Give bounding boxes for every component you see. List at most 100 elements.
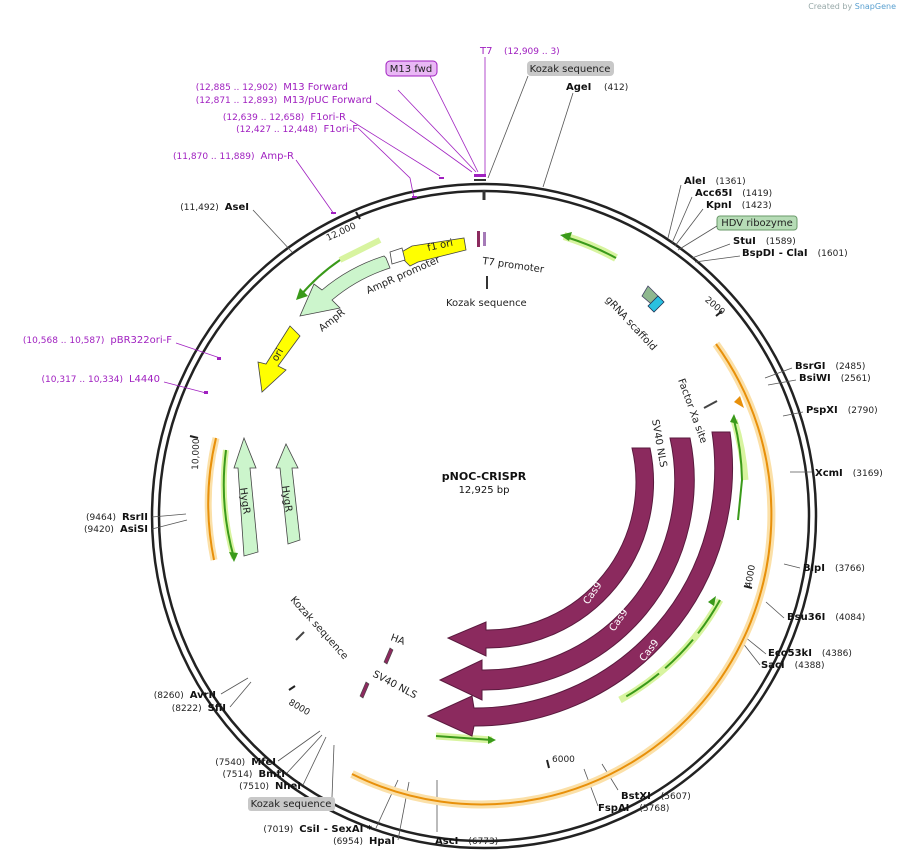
tick-8000: 8000	[287, 698, 312, 718]
kozak-top-box	[527, 61, 614, 76]
svg-text:(7510)NheI: (7510)NheI	[239, 781, 301, 792]
tick-4000: 4000	[744, 564, 758, 589]
svg-text:AscI(6773): AscI(6773)	[435, 836, 498, 847]
svg-text:BstXI(5607): BstXI(5607)	[621, 791, 691, 802]
primer-0: (12,885 .. 12,902)M13 Forward	[196, 82, 348, 93]
hygr-label-2: HygR	[279, 485, 294, 513]
m13fwd-box	[385, 60, 438, 77]
svg-text:KpnI(1423): KpnI(1423)	[706, 200, 772, 211]
factor-xa-marker	[703, 400, 718, 409]
kozak-inner-bottom-mark	[295, 631, 305, 641]
hygr-arrow-1	[233, 436, 259, 557]
green-arrow-topright-head	[560, 232, 572, 241]
t7-promoter-label: T7 promoter	[481, 256, 546, 276]
t7-primer-mark	[474, 179, 486, 181]
right-leaders	[436, 184, 812, 832]
svg-text:(6954)HpaI: (6954)HpaI	[333, 836, 395, 847]
hdv-box	[716, 215, 798, 231]
f1ori-label: f1 ori	[426, 238, 454, 254]
kozak-inner-bottom-label: Kozak sequence	[288, 595, 350, 662]
t7-promoter-mark-b	[483, 232, 486, 246]
green-left-head	[229, 552, 238, 562]
green-right-1-head	[730, 414, 738, 424]
ampr-promoter-box	[389, 247, 406, 265]
right-enzymes: AleI(1361) Acc65I(1419) KpnI(1423) StuI(…	[435, 176, 883, 847]
primer-5: (10,568 .. 10,587)pBR322ori-F	[23, 335, 172, 346]
svg-text:(7514)BmtI: (7514)BmtI	[223, 769, 285, 780]
left-enzymes: (11,492)AseI (9464)RsrII (9420)AsiSI (82…	[84, 202, 395, 847]
backbone-outer	[150, 182, 818, 850]
primer-2: (12,639 .. 12,658)F1ori-R	[223, 112, 346, 123]
factor-xa-label: Factor Xa site	[675, 377, 709, 445]
svg-text:Eco53kI(4386): Eco53kI(4386)	[768, 648, 852, 659]
primer-6: (10,317 .. 10,334)L4440	[42, 374, 160, 385]
svg-text:SacI(4388): SacI(4388)	[761, 660, 825, 671]
svg-text:(9464)RsrII: (9464)RsrII	[86, 512, 148, 523]
green-right-2-head	[708, 596, 716, 606]
plasmid-name: pNOC-CRISPR	[442, 470, 527, 483]
cas9-arrow-1	[446, 447, 655, 657]
agei-pos: (412)	[604, 83, 628, 93]
green-f1-glow	[338, 237, 382, 263]
svg-text:(11,492)AseI: (11,492)AseI	[180, 202, 249, 213]
orf-left	[207, 437, 217, 561]
kozak-bottom-box	[248, 797, 335, 811]
svg-text:(9420)AsiSI: (9420)AsiSI	[84, 524, 148, 535]
svg-text:XcmI(3169): XcmI(3169)	[815, 468, 883, 479]
primer-4: (11,870 .. 11,889)Amp-R	[173, 151, 294, 162]
svg-text:Acc65I(1419): Acc65I(1419)	[695, 188, 772, 199]
green-right-1	[733, 419, 744, 521]
ha-label: HA	[389, 632, 406, 647]
green-f1-head	[296, 288, 308, 300]
green-bottom	[435, 735, 493, 741]
credit-brand: SnapGene	[854, 2, 896, 11]
top-leaders-gray	[487, 75, 574, 188]
m13-primer-mark	[474, 174, 486, 177]
orf-outer	[351, 343, 773, 806]
sv40-bottom-marker	[359, 681, 370, 699]
green-bottom-head	[488, 736, 496, 744]
primer-ticks	[204, 177, 444, 394]
t7-promoter-mark-a	[477, 231, 480, 247]
tick-2000: 2000	[702, 295, 726, 318]
ha-marker	[383, 647, 394, 665]
tick-10000: 10,000	[191, 438, 202, 470]
credit-prefix: Created by	[808, 2, 853, 11]
t7-primer-pos: (12,909 .. 3)	[504, 47, 560, 57]
hygr-label-1: HygR	[237, 487, 252, 515]
svg-text:BsrGI(2485): BsrGI(2485)	[795, 361, 865, 372]
agei-label: AgeI	[566, 82, 591, 93]
kozak-bottom-label: Kozak sequence	[251, 799, 332, 810]
green-left	[222, 449, 235, 559]
cas9-arrow-2	[438, 437, 695, 701]
ori-arrow	[257, 325, 301, 393]
left-leaders	[151, 209, 410, 841]
ampr-arrow	[299, 255, 391, 317]
primer-leaders	[163, 89, 477, 394]
svg-text:BspDI- ClaI(1601): BspDI- ClaI(1601)	[742, 248, 848, 259]
svg-text:(8260)AvrII: (8260)AvrII	[154, 690, 216, 701]
kozak-inner-top-label: Kozak sequence	[446, 298, 527, 309]
orf-outer-head	[734, 396, 744, 408]
m13fwd-label: M13 fwd	[390, 64, 432, 75]
primer-3: (12,427 .. 12,448)F1ori-F	[236, 124, 358, 135]
svg-text:FspAI(5768): FspAI(5768)	[598, 803, 669, 814]
svg-text:(7019)CsiI- SexAI *: (7019)CsiI- SexAI *	[263, 824, 372, 835]
primer-1: (12,871 .. 12,893)M13/pUC Forward	[196, 95, 372, 106]
sv40-bottom-label: SV40 NLS	[371, 669, 419, 701]
svg-text:StuI(1589): StuI(1589)	[733, 236, 796, 247]
hdv-label: HDV ribozyme	[721, 218, 792, 229]
kozak-top-label: Kozak sequence	[530, 64, 611, 75]
svg-text:BsiWI(2561): BsiWI(2561)	[799, 373, 871, 384]
tick-marks	[189, 211, 753, 769]
svg-text:BlpI(3766): BlpI(3766)	[803, 563, 865, 574]
t7-primer-label: T7	[479, 46, 492, 57]
hdv-marker	[647, 295, 665, 313]
snapgene-credit: Created by SnapGene	[808, 2, 896, 11]
svg-text:Bsu36I(4084): Bsu36I(4084)	[787, 612, 865, 623]
plasmid-length: 12,925 bp	[459, 485, 510, 496]
svg-text:AleI(1361): AleI(1361)	[684, 176, 746, 187]
svg-text:(8222)SfiI: (8222)SfiI	[172, 703, 226, 714]
hygr-arrow-2	[275, 443, 301, 545]
